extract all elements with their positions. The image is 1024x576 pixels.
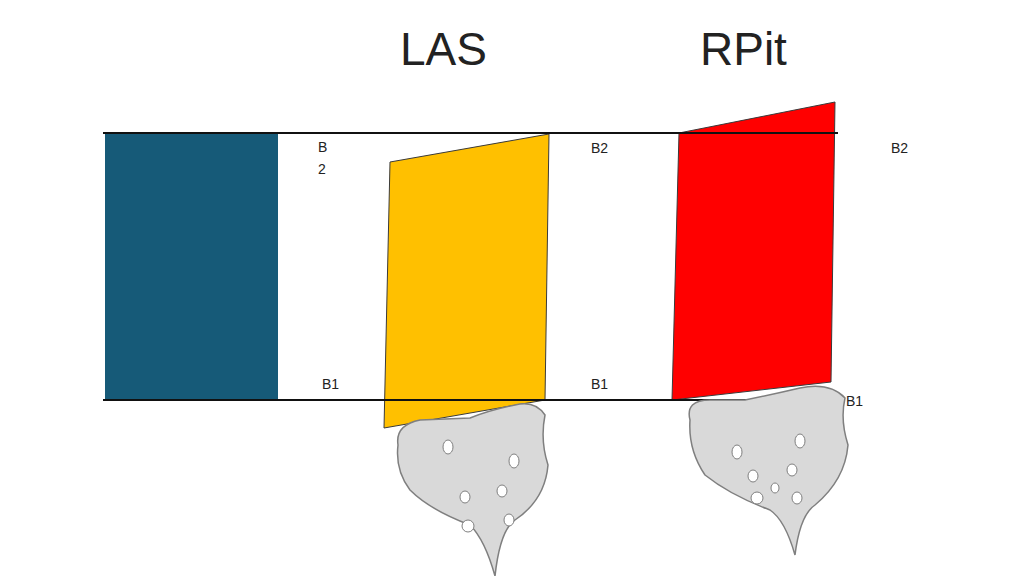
view-title: RPit [700, 22, 787, 77]
view-title: LAS [400, 22, 487, 77]
neutral-block [105, 134, 278, 400]
level-label: B1 [846, 393, 863, 410]
las-block [384, 134, 549, 428]
reference-line [103, 132, 838, 134]
level-label: B2 [591, 140, 608, 157]
sacrum [398, 404, 549, 576]
level-label: B2 [891, 140, 908, 157]
level-label: B1 [591, 376, 608, 393]
level-label: B2 [318, 136, 328, 181]
level-label: B1 [322, 376, 339, 393]
rpit-block [672, 102, 835, 400]
sacrum [689, 386, 848, 555]
